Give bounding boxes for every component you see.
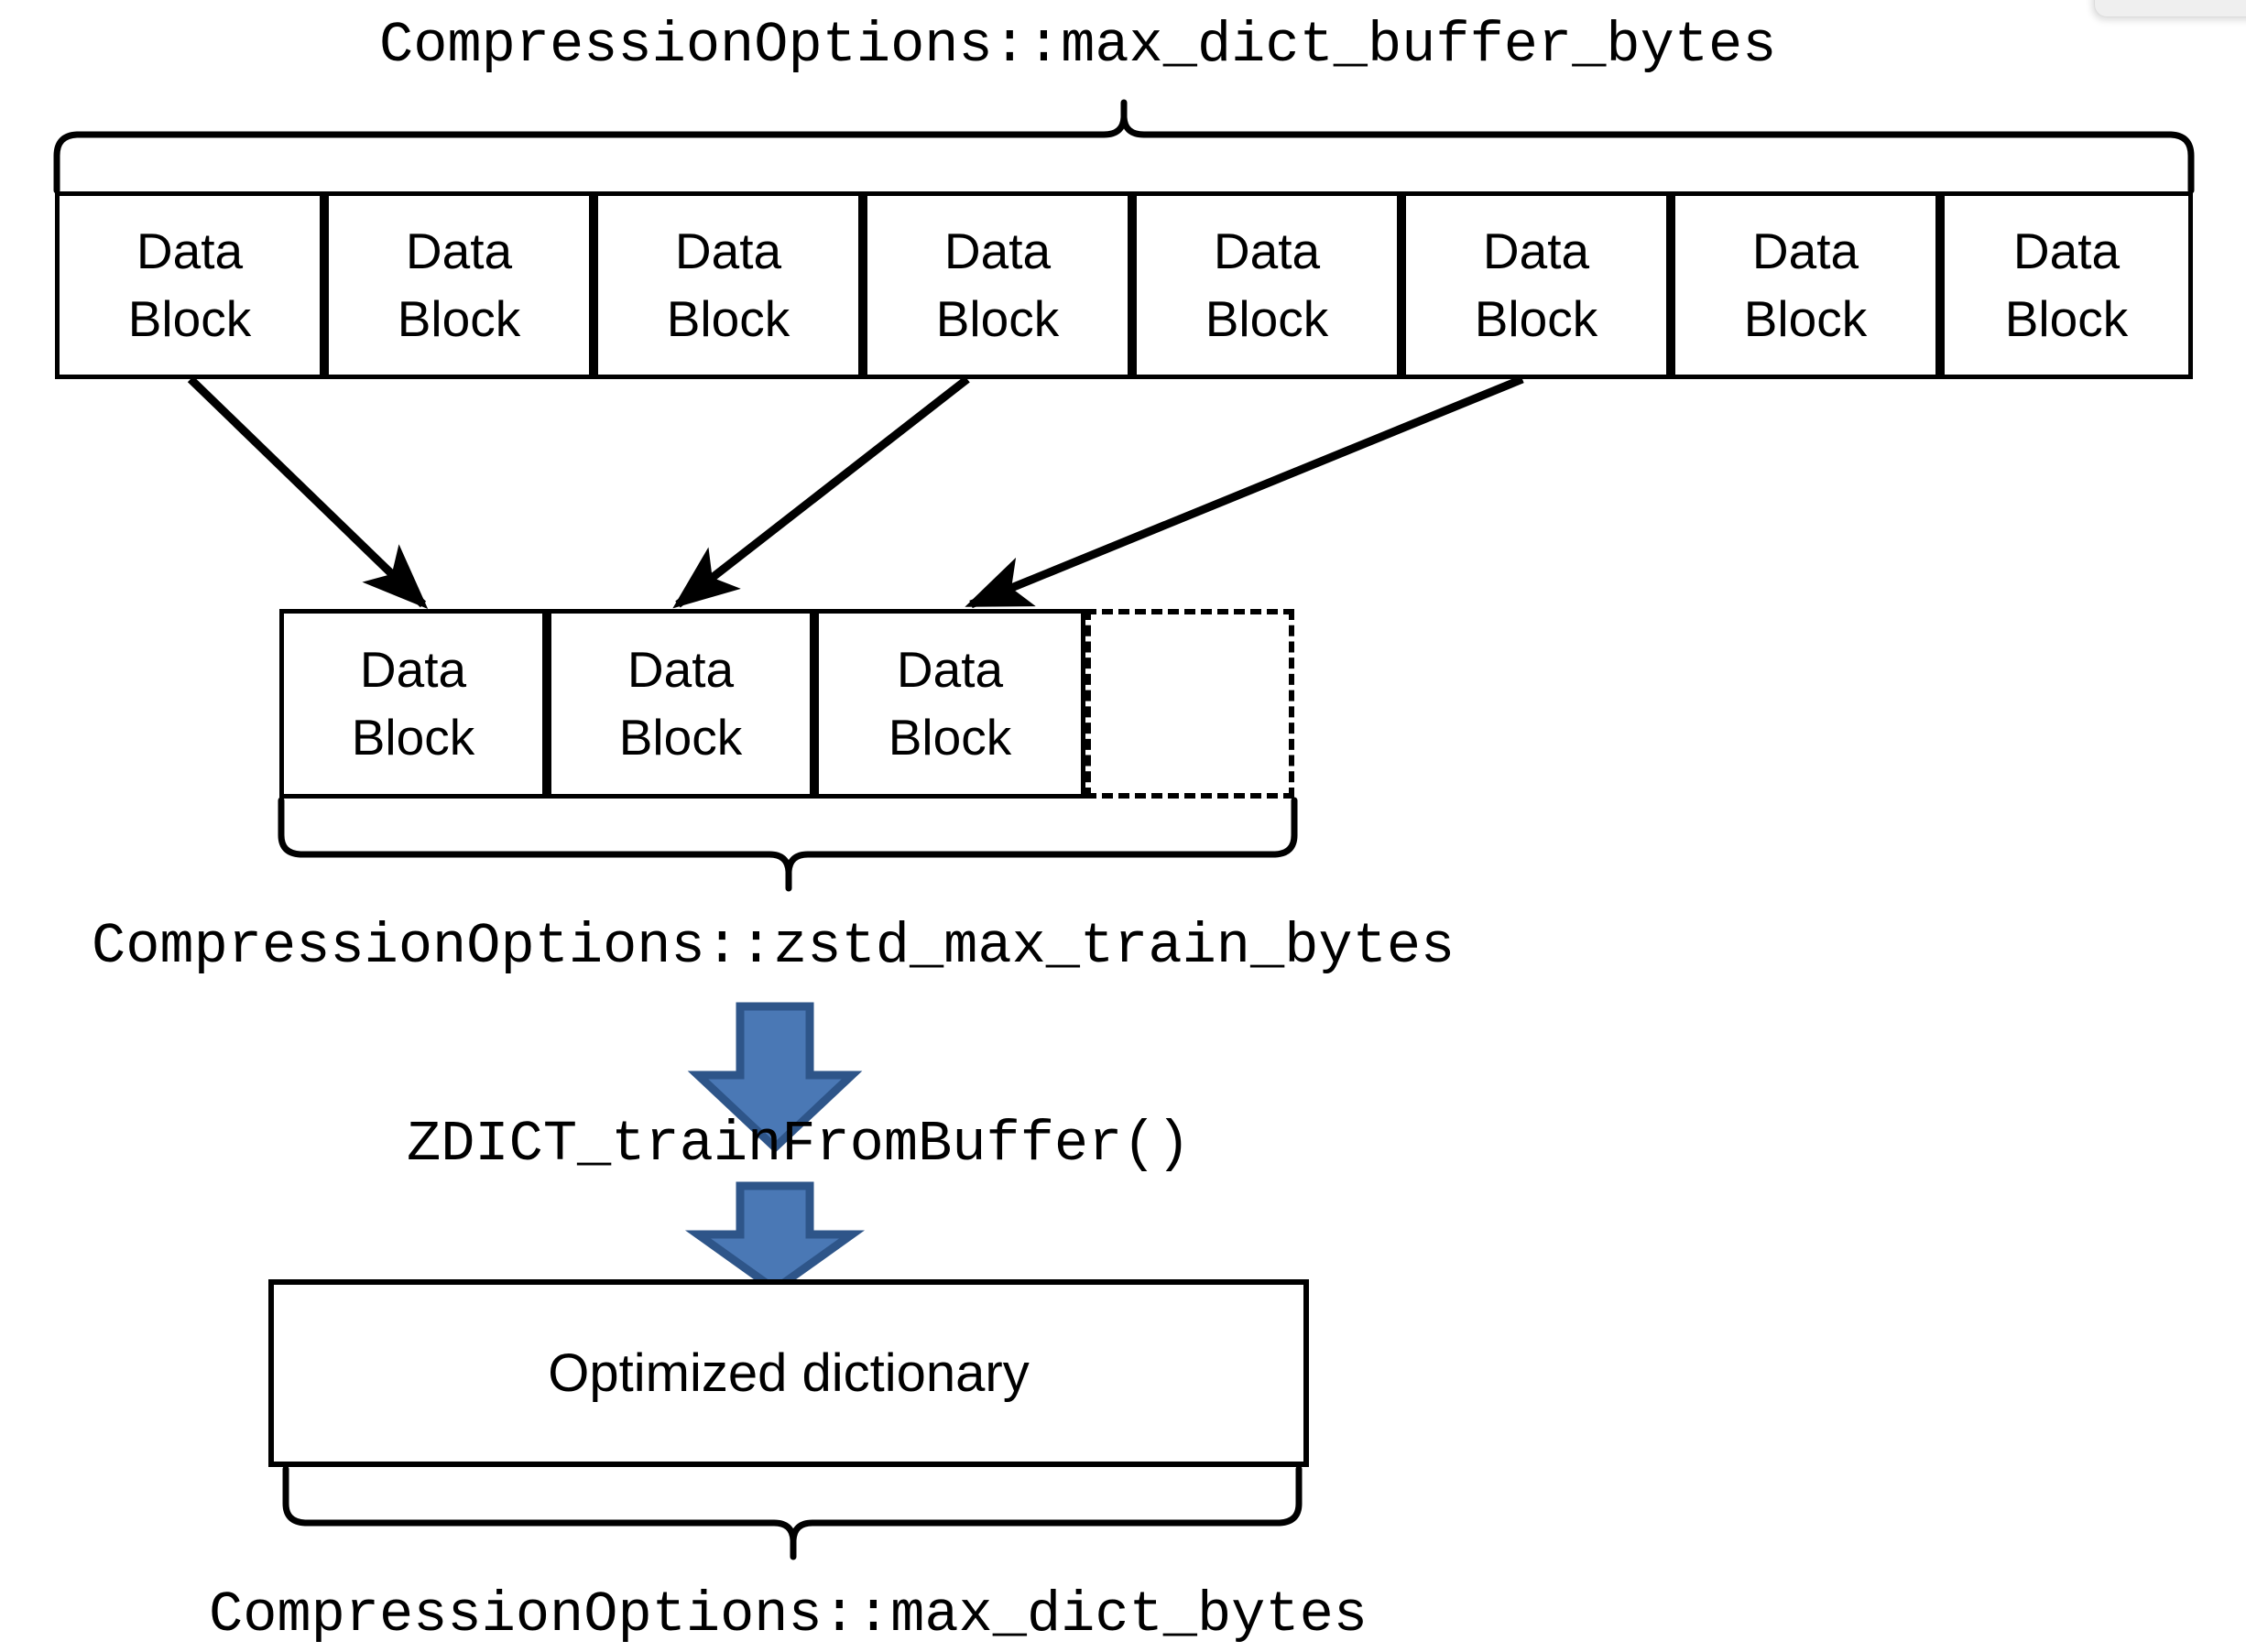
connector-arrow-2: [672, 375, 970, 609]
data-block-label-line1: Data: [359, 641, 467, 699]
data-block-label-line1: Data: [943, 223, 1052, 280]
brace-top: [53, 99, 2195, 194]
data-block-label-line1: Data: [896, 641, 1004, 699]
data-block-label-line2: Block: [666, 289, 790, 347]
data-block-label-line1: Data: [1751, 223, 1859, 280]
optimized-dictionary-box[interactable]: Optimized dictionary: [268, 1279, 1309, 1467]
connector-arrow-3: [965, 375, 1524, 609]
data-block-label-line2: Block: [1205, 289, 1329, 347]
data-block[interactable]: Data Block: [324, 191, 594, 379]
data-block-label-line2: Block: [2004, 289, 2129, 347]
data-block-label-line1: Data: [405, 223, 513, 280]
empty-block-placeholder[interactable]: [1085, 609, 1294, 799]
data-block[interactable]: Data Block: [1132, 191, 1401, 379]
data-block[interactable]: Data Block: [1671, 191, 1940, 379]
brace-middle: [278, 797, 1298, 892]
label-zdict-train-from-buffer: ZDICT_trainFromBuffer(): [407, 1112, 1191, 1177]
down-arrow-icon: [684, 1181, 866, 1295]
data-block-label-line2: Block: [351, 708, 475, 766]
data-block[interactable]: Data Block: [1940, 191, 2193, 379]
data-block[interactable]: Data Block: [863, 191, 1132, 379]
data-block-label-line2: Block: [397, 289, 521, 347]
title-max-dict-buffer-bytes: CompressionOptions::max_dict_buffer_byte…: [379, 13, 1777, 78]
connector-arrow-1: [187, 375, 429, 610]
data-block-label-line2: Block: [127, 289, 252, 347]
data-block-label-line1: Data: [1213, 223, 1321, 280]
optimized-dictionary-label: Optimized dictionary: [548, 1343, 1030, 1403]
data-block-label-line1: Data: [136, 223, 244, 280]
title-zstd-max-train-bytes: CompressionOptions::zstd_max_train_bytes: [92, 914, 1456, 979]
brace-bottom: [282, 1465, 1303, 1560]
data-block[interactable]: Data Block: [814, 609, 1085, 799]
title-max-dict-bytes: CompressionOptions::max_dict_bytes: [209, 1582, 1368, 1647]
corner-ui-panel[interactable]: [2094, 0, 2246, 17]
data-block-label-line2: Block: [935, 289, 1060, 347]
data-block-label-line2: Block: [1743, 289, 1868, 347]
data-block[interactable]: Data Block: [279, 609, 547, 799]
data-block[interactable]: Data Block: [1401, 191, 1671, 379]
data-block[interactable]: Data Block: [55, 191, 324, 379]
data-block-label-line1: Data: [627, 641, 735, 699]
data-block-label-line1: Data: [674, 223, 782, 280]
data-block[interactable]: Data Block: [594, 191, 863, 379]
data-block-label-line1: Data: [2012, 223, 2121, 280]
data-block-label-line2: Block: [618, 708, 743, 766]
data-block[interactable]: Data Block: [547, 609, 814, 799]
data-block-label-line2: Block: [888, 708, 1012, 766]
data-block-label-line2: Block: [1474, 289, 1598, 347]
data-block-label-line1: Data: [1482, 223, 1590, 280]
